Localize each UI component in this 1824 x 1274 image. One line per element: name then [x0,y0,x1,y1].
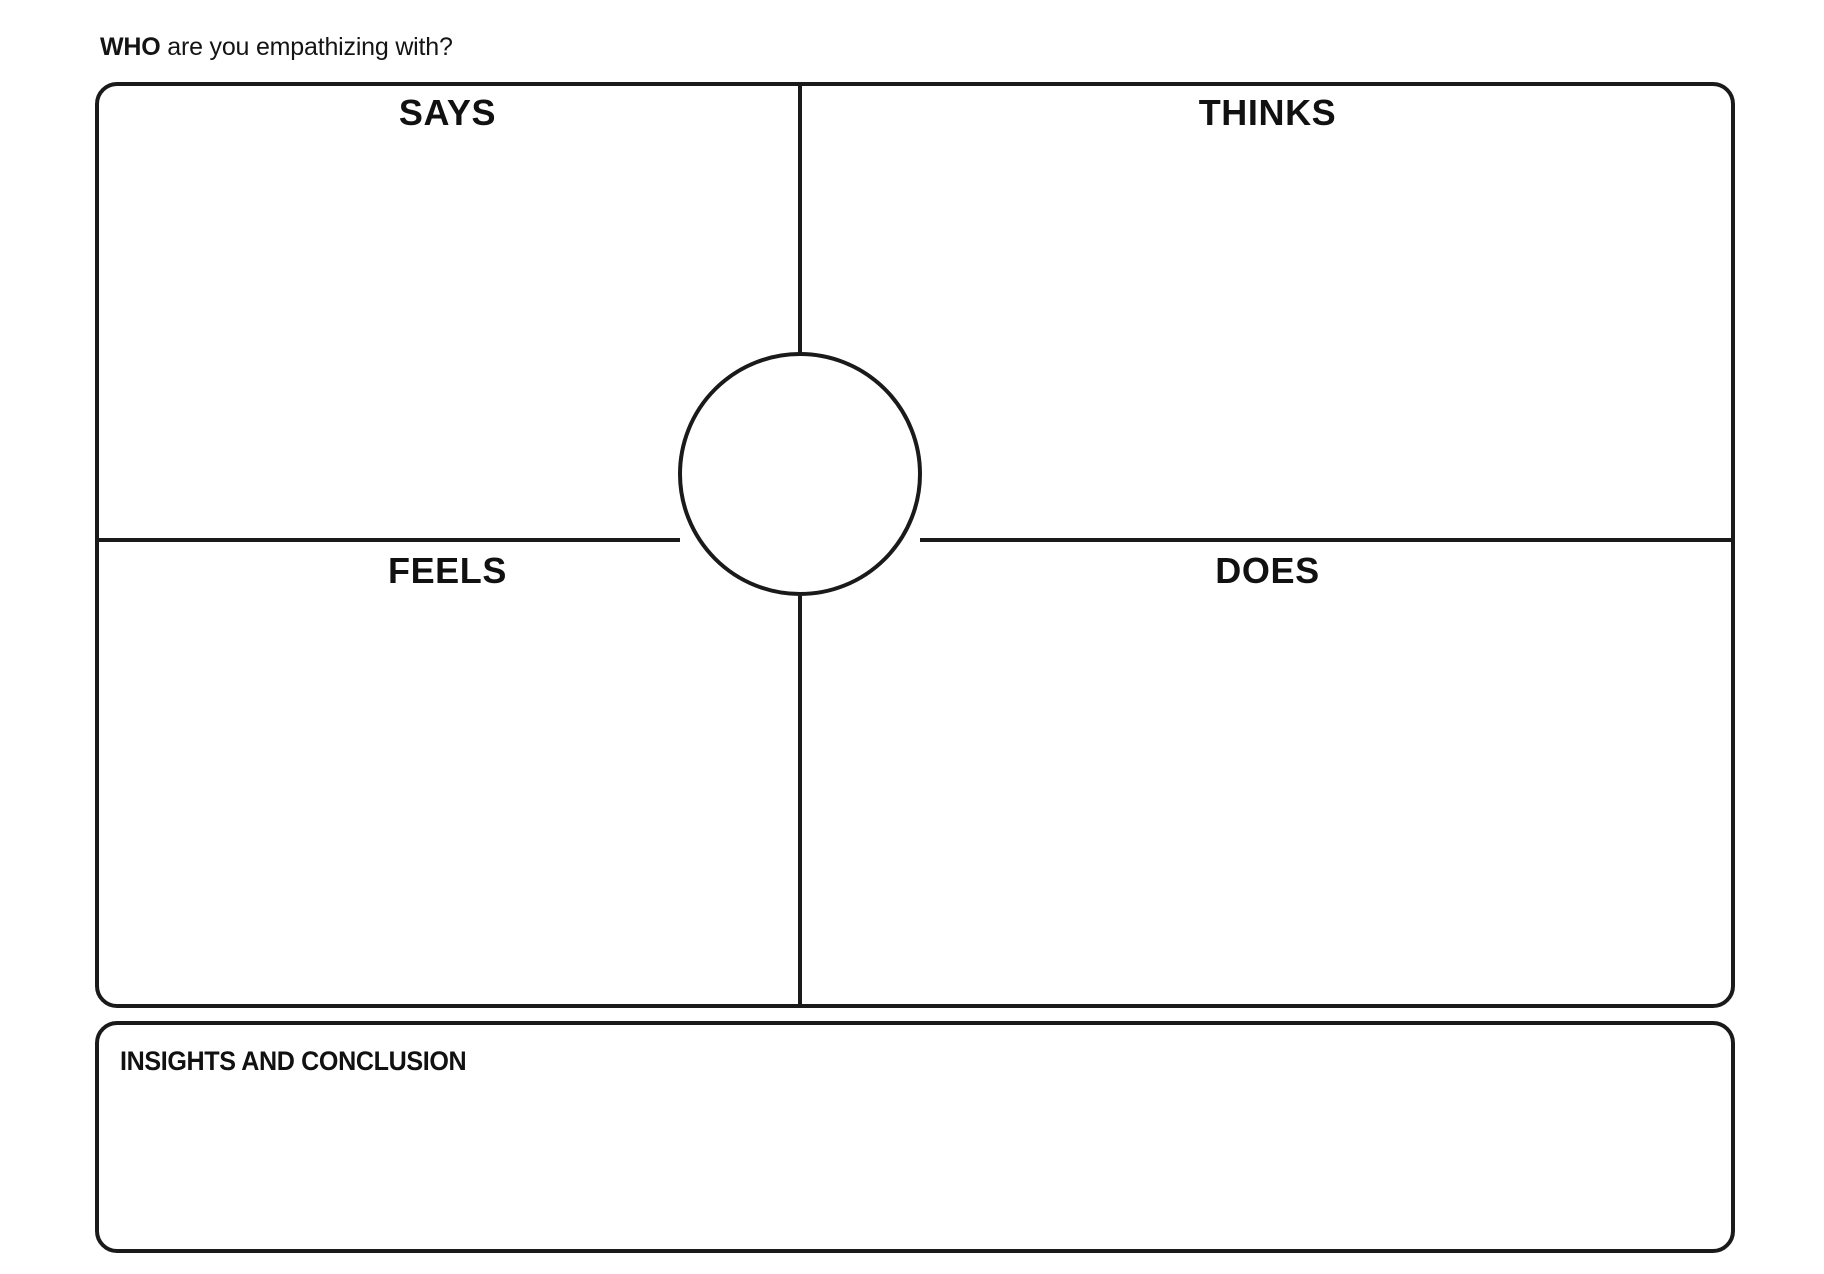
center-persona-circle[interactable] [678,352,922,596]
quadrant-does-area[interactable] [804,598,1731,1004]
divider-horizontal-right [920,538,1735,542]
divider-vertical-bottom [798,596,802,1008]
divider-horizontal-left [95,538,680,542]
quadrant-label-does: DOES [1215,550,1320,591]
who-prompt-strong: WHO [100,33,161,61]
who-prompt-rest: are you empathizing with? [160,33,453,61]
insights-label: INSIGHTS AND CONCLUSION [120,1046,467,1076]
empathy-map-frame [95,82,1735,1008]
insights-area[interactable] [99,1090,1731,1249]
quadrant-thinks-area[interactable] [804,140,1731,534]
divider-vertical-top [798,82,802,354]
quadrant-label-says: SAYS [398,92,497,133]
insights-frame [95,1021,1735,1253]
who-prompt: WHO are you empathizing with? [100,32,453,62]
quadrant-label-thinks: THINKS [1198,92,1337,133]
quadrant-label-feels: FEELS [387,550,507,591]
quadrant-feels-area[interactable] [99,598,796,1004]
